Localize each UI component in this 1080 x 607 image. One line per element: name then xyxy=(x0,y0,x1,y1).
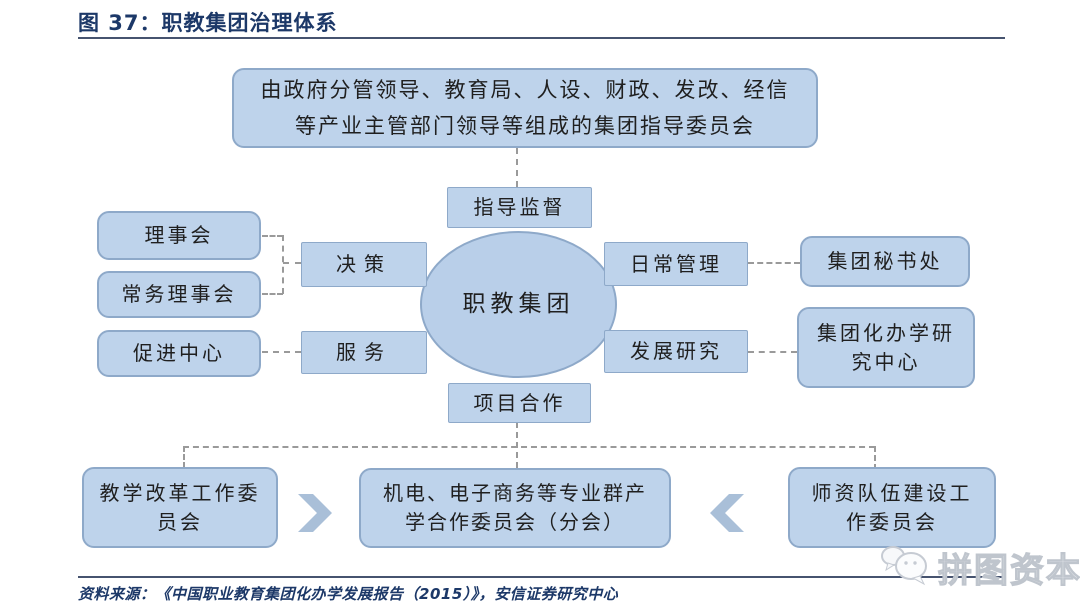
node-development-research: 发展研究 xyxy=(604,330,748,373)
node-council: 理事会 xyxy=(97,211,261,260)
connector-project-down xyxy=(516,422,518,468)
node-service: 服务 xyxy=(301,331,427,374)
node-daily-management: 日常管理 xyxy=(604,242,748,286)
figure-title: 图 37：职教集团治理体系 xyxy=(78,7,338,37)
connector-daily-to-secretariat xyxy=(748,262,800,264)
node-promotion-center: 促进中心 xyxy=(97,330,261,377)
node-teaching-reform-committee: 教学改革工作委员会 xyxy=(82,467,278,548)
node-industry-cooperation-committee: 机电、电子商务等专业群产学合作委员会（分会） xyxy=(359,468,671,548)
source-divider xyxy=(78,576,1005,578)
connector-top-to-guidance xyxy=(516,148,518,187)
connector-bottom-left-drop xyxy=(183,446,185,468)
source-text: 资料来源：《中国职业教育集团化办学发展报告（2015）》，安信证券研究中心 xyxy=(78,585,619,603)
connector-council-stub xyxy=(262,235,283,237)
watermark-text: 拼图资本 xyxy=(937,550,1080,591)
wechat-icon xyxy=(880,544,932,592)
connector-bottom-horizontal xyxy=(183,446,875,448)
node-project-cooperation: 项目合作 xyxy=(448,383,591,423)
watermark: 拼图资本 xyxy=(880,543,1080,592)
figure-title-text: 职教集团治理体系 xyxy=(161,11,338,35)
connector-bottom-right-drop xyxy=(874,446,876,470)
title-underline xyxy=(78,37,1005,39)
node-center-group: 职教集团 xyxy=(420,231,617,378)
node-secretariat: 集团秘书处 xyxy=(800,236,970,287)
connector-research-link xyxy=(748,351,797,353)
node-guidance: 指导监督 xyxy=(447,187,592,228)
node-teacher-committee: 师资队伍建设工作委员会 xyxy=(788,467,996,548)
connector-to-decision xyxy=(283,262,301,264)
node-research-center: 集团化办学研究中心 xyxy=(797,307,975,388)
node-top-committee: 由政府分管领导、教育局、人设、财政、发改、经信等产业主管部门领导等组成的集团指导… xyxy=(232,68,818,148)
connector-promotion-to-service xyxy=(262,351,301,353)
node-standing-council: 常务理事会 xyxy=(97,271,261,318)
chevron-left-icon xyxy=(710,494,744,536)
node-decision: 决策 xyxy=(301,242,427,287)
figure-label: 图 37： xyxy=(78,11,162,35)
chevron-right-icon xyxy=(298,494,332,536)
connector-left-merge xyxy=(282,235,284,294)
connector-standing-council-stub xyxy=(262,293,283,295)
